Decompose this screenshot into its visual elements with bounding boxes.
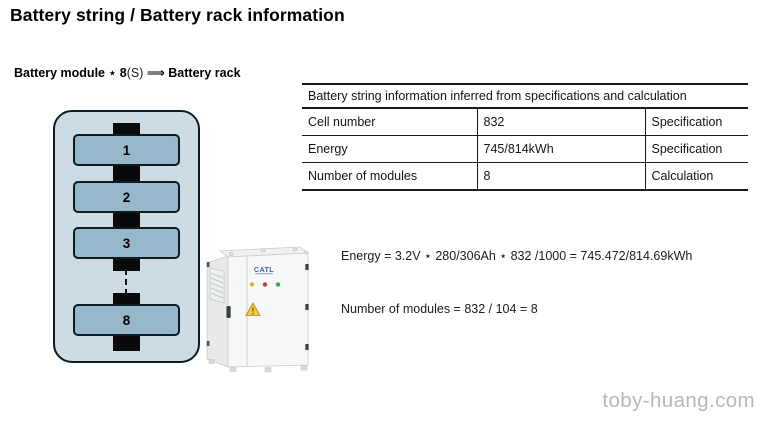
cabinet-foot bbox=[300, 365, 308, 371]
top-bolt bbox=[303, 250, 309, 255]
indicator-light-green bbox=[275, 282, 281, 287]
battery-module-8: 8 bbox=[73, 304, 180, 336]
table-title: Battery string information inferred from… bbox=[302, 83, 748, 109]
warning-exclamation-dot bbox=[252, 312, 254, 315]
indicator-light-red bbox=[262, 282, 268, 287]
table-row: Energy 745/814kWh Specification bbox=[302, 135, 748, 163]
calculation-notes: Energy = 3.2V ⋆ 280/306Ah ⋆ 832 /1000 = … bbox=[341, 213, 692, 336]
subtitle: Battery module ⋆ 8(S) ⟹ Battery rack bbox=[14, 65, 241, 80]
terminal-connector bbox=[113, 334, 140, 351]
watermark: toby-huang.com bbox=[602, 389, 755, 412]
battery-module-1: 1 bbox=[73, 134, 180, 166]
cabinet-foot bbox=[208, 359, 215, 364]
arrow-right-icon: ⟹ bbox=[143, 66, 169, 80]
module-connector bbox=[113, 164, 140, 182]
cell-label: Number of modules bbox=[302, 162, 477, 191]
module-connector bbox=[113, 293, 140, 306]
energy-formula: Energy = 3.2V ⋆ 280/306Ah ⋆ 832 /1000 = … bbox=[341, 249, 693, 263]
cabinet-front-face bbox=[227, 252, 309, 368]
subtitle-rack-part: Battery rack bbox=[168, 66, 241, 80]
cell-source: Specification bbox=[645, 108, 748, 136]
module-count-formula: Number of modules = 832 / 104 = 8 bbox=[341, 301, 538, 316]
module-connector bbox=[113, 257, 140, 271]
subtitle-series-part: (S) bbox=[126, 66, 144, 80]
table-row: Cell number 832 Specification bbox=[302, 108, 748, 136]
dashed-continuation-line bbox=[125, 269, 127, 295]
cell-label: Cell number bbox=[302, 108, 477, 136]
table-header-row: Battery string information inferred from… bbox=[302, 83, 748, 109]
cabinet-foot bbox=[229, 366, 237, 372]
cell-value: 745/814kWh bbox=[476, 135, 646, 163]
side-latch bbox=[206, 341, 210, 346]
battery-cabinet-photo: CATL bbox=[206, 246, 310, 373]
door-hinge bbox=[305, 264, 309, 270]
terminal-connector bbox=[113, 123, 140, 136]
cell-label: Energy bbox=[302, 135, 477, 163]
side-latch bbox=[206, 262, 210, 267]
cell-value: 832 bbox=[476, 108, 646, 136]
indicator-light-yellow bbox=[249, 282, 255, 287]
page-title: Battery string / Battery rack informatio… bbox=[10, 5, 345, 25]
cell-source: Calculation bbox=[645, 162, 748, 191]
top-bolt bbox=[292, 247, 298, 252]
catl-logo: CATL bbox=[254, 265, 274, 274]
cell-source: Specification bbox=[645, 135, 748, 163]
battery-module-3: 3 bbox=[73, 227, 180, 259]
top-bolt bbox=[260, 248, 266, 253]
top-bolt bbox=[228, 252, 234, 256]
door-handle bbox=[226, 306, 231, 318]
cabinet-foot bbox=[264, 367, 272, 373]
door-hinge bbox=[305, 344, 309, 350]
battery-string-table: Battery string information inferred from… bbox=[302, 83, 748, 191]
cell-value: 8 bbox=[476, 162, 646, 191]
battery-module-2: 2 bbox=[73, 181, 180, 213]
vent-grille-slats bbox=[210, 272, 224, 299]
subtitle-module-part: Battery module ⋆ 8 bbox=[14, 66, 127, 80]
table-row: Number of modules 8 Calculation bbox=[302, 162, 748, 191]
battery-rack-diagram: 1 2 3 8 bbox=[53, 110, 200, 363]
module-connector bbox=[113, 211, 140, 229]
door-hinge bbox=[305, 304, 309, 310]
